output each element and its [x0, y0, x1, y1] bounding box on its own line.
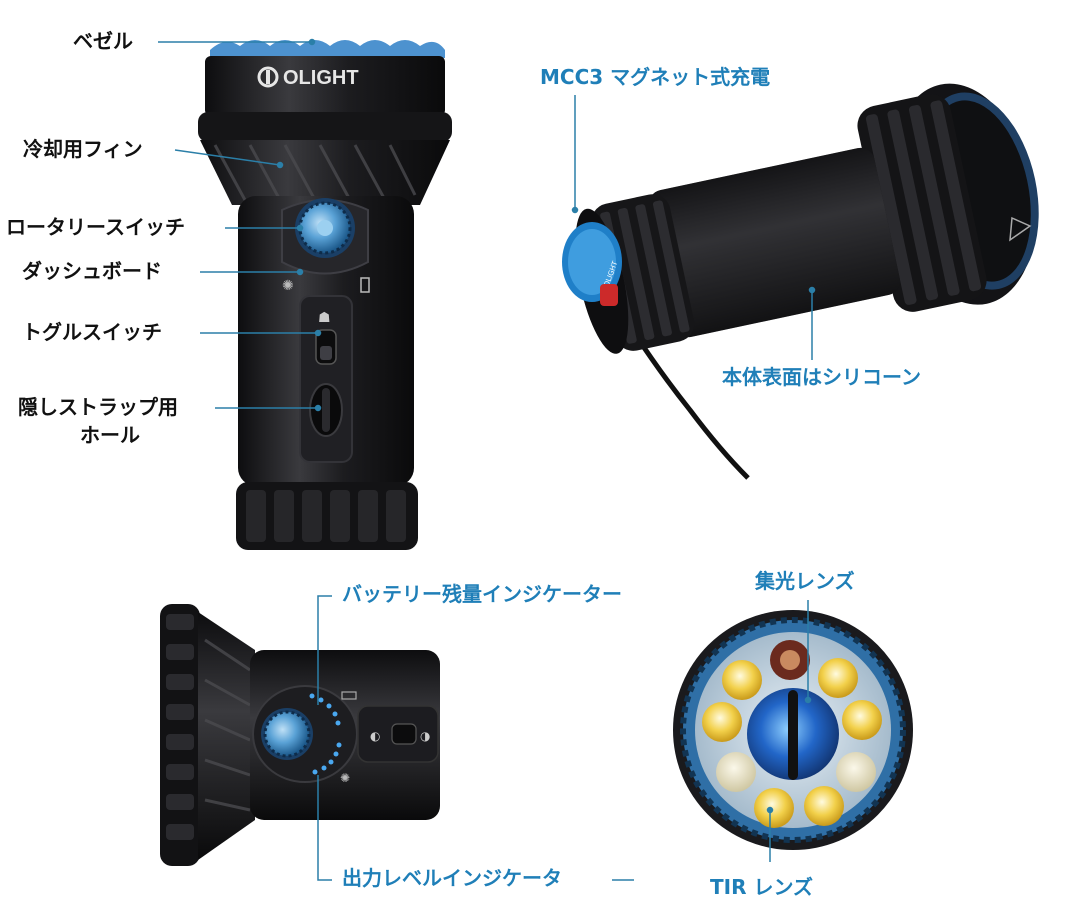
label-toggle-switch: トグルスイッチ — [22, 320, 162, 344]
flashlight-side-view: ✺ ◐ ◑ — [160, 604, 440, 866]
svg-text:✺: ✺ — [340, 771, 350, 785]
leader-lines-side — [317, 595, 634, 881]
flashlight-angled-view: OLIGHT — [562, 83, 1039, 480]
label-mcc3-charging: MCC3 マグネット式充電 — [540, 65, 771, 89]
label-condenser-lens: 集光レンズ — [755, 569, 855, 593]
label-cooling-fins: 冷却用フィン — [23, 137, 143, 161]
label-bezel: ベゼル — [73, 29, 133, 53]
svg-text:◐: ◐ — [370, 729, 380, 743]
label-rotary-switch: ロータリースイッチ — [6, 215, 185, 239]
svg-text:☗: ☗ — [318, 310, 331, 326]
label-output-indicator: 出力レベルインジケータ — [342, 866, 562, 890]
lens-front-view — [673, 610, 913, 850]
svg-text:✺: ✺ — [282, 278, 294, 294]
label-battery-indicator: バッテリー残量インジケーター — [342, 582, 622, 606]
leader-lines-angled — [571, 95, 816, 360]
flashlight-front-view: OLIGHT ✺ ☗ — [198, 40, 452, 550]
label-silicone-body: 本体表面はシリコーン — [722, 365, 921, 389]
svg-text:◑: ◑ — [420, 729, 431, 743]
label-strap-hole-line2: ホール — [80, 423, 140, 447]
label-strap-hole-line1: 隠しストラップ用 — [18, 395, 178, 419]
label-tir-lens: TIR レンズ — [710, 875, 814, 899]
leader-lines-front — [158, 38, 322, 412]
olight-logo: OLIGHT — [283, 67, 359, 89]
leader-lines-lens — [766, 600, 812, 862]
label-dashboard: ダッシュボード — [22, 259, 162, 283]
